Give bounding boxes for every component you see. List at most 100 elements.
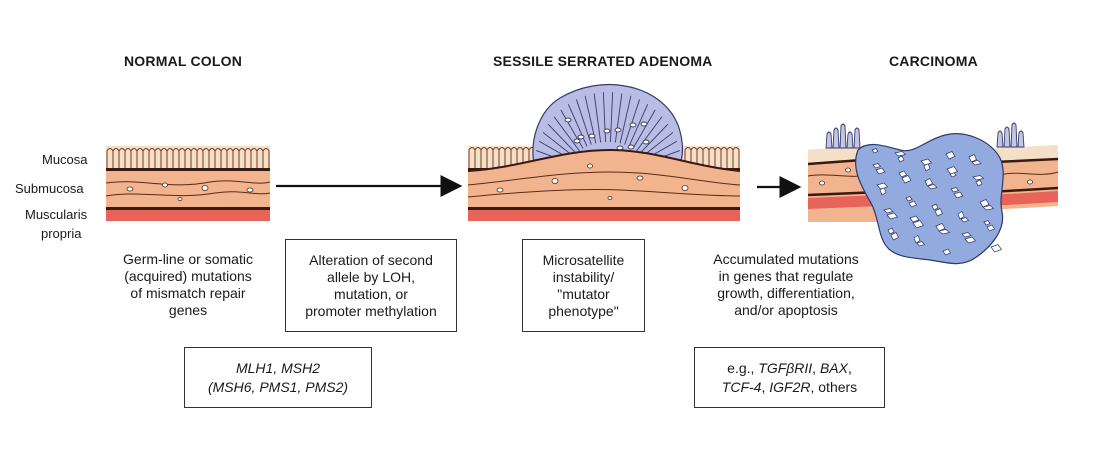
separator: , [847, 359, 852, 376]
adenoma-frond [614, 93, 623, 143]
adenoma-frond [624, 99, 640, 145]
tumor-gland [931, 203, 939, 211]
tumor-gland [950, 187, 960, 193]
carcinoma-tissue [807, 122, 1059, 265]
tumor-gland [975, 179, 983, 187]
separator: , [812, 359, 820, 376]
box-line: Microsatellite [542, 251, 625, 268]
dysplastic-crypt [1003, 126, 1011, 148]
caption-line: of mismatch repair [130, 285, 246, 301]
adenoma-frond [639, 123, 669, 154]
eg-prefix: e.g., [727, 359, 759, 376]
tumor-gland [887, 227, 895, 235]
adenoma-frond [636, 116, 663, 152]
adenoma-gland [642, 139, 650, 145]
gene-tcf4: TCF-4 [721, 378, 762, 395]
box-line: promoter methylation [305, 302, 437, 319]
tumor-gland [920, 158, 933, 166]
layer-label-submucosa: Submucosa [15, 181, 84, 196]
adenoma-frond [553, 116, 580, 152]
adenoma-tissue [467, 83, 741, 221]
dysplastic-crypt [1010, 122, 1018, 148]
layer-label-propria: propria [41, 226, 82, 241]
adenoma-gland [640, 121, 648, 127]
tumor-gland [909, 215, 920, 223]
tumor-gland [927, 184, 938, 190]
adenoma-gland [629, 122, 637, 128]
adenoma-frond [619, 95, 632, 144]
adenoma-gland [564, 117, 572, 123]
tumor-gland [924, 178, 933, 187]
dysplastic-crypt [1017, 130, 1025, 148]
layer-label-mucosa: Mucosa [42, 152, 88, 167]
separator: , [761, 378, 770, 395]
caption-line: and/or apoptosis [734, 302, 838, 318]
tumor-gland [960, 217, 970, 223]
tumor-gland [979, 199, 990, 208]
adenoma-frond [542, 132, 574, 157]
adenoma-frond [593, 93, 602, 143]
crypt [732, 147, 740, 168]
tumor-gland [890, 232, 899, 241]
adenoma-gland [577, 134, 585, 140]
tumor-gland [990, 244, 1003, 253]
tumor-gland [953, 191, 964, 199]
gene-box-growth-regulation: e.g., TGFβRII, BAX, TCF-4, IGF2R, others [694, 347, 885, 408]
dysplastic-crypt [825, 131, 833, 149]
tumor-gland [942, 248, 952, 256]
tumor-gland [971, 160, 982, 166]
stage-title-normal-colon: NORMAL COLON [124, 53, 243, 69]
layer-label-muscularis: Muscularis [25, 207, 88, 222]
tumor-gland [945, 151, 956, 160]
adenoma-frond [632, 109, 656, 149]
tumor-gland [938, 229, 951, 235]
tumor-gland [916, 241, 926, 247]
tumor-gland [897, 155, 905, 163]
tumor-gland [898, 170, 908, 178]
adenoma-frond [567, 103, 588, 147]
dysplastic-crypt [832, 127, 840, 149]
tumor-gland [968, 154, 977, 163]
box-second-allele-alteration: Alteration of second allele by LOH, muta… [285, 239, 457, 332]
caption-line: Accumulated mutations [713, 251, 859, 267]
adenoma-frond [547, 123, 577, 154]
adenoma-frond [610, 92, 614, 143]
tumor-gland [913, 234, 921, 244]
tumor-gland [883, 208, 894, 214]
tumor-gland [876, 182, 889, 190]
stage-title-carcinoma: CARCINOMA [889, 53, 978, 69]
stage-title-sessile-serrated-adenoma: SESSILE SERRATED ADENOMA [493, 53, 713, 69]
adenoma-frond [602, 92, 606, 143]
box-microsatellite-instability: Microsatellite instability/ "mutator phe… [522, 239, 645, 332]
caption-accumulated-mutations: Accumulated mutations in genes that regu… [688, 251, 884, 319]
adenoma-gland [573, 138, 581, 144]
box-line: allele by LOH, [327, 268, 415, 285]
tumor-gland [964, 236, 977, 244]
gene-igf2r: IGF2R [769, 378, 811, 395]
adenoma-gland [614, 127, 622, 133]
caption-line: growth, differentiation, [717, 285, 855, 301]
tumor-gland [871, 148, 879, 154]
caption-line: in genes that regulate [718, 268, 854, 284]
tumor-gland [961, 232, 972, 238]
box-line: phenotype" [548, 302, 619, 319]
tumor-gland [872, 163, 882, 169]
gene-box-mismatch-repair: MLH1, MSH2 (MSH6, PMS1, PMS2) [184, 347, 372, 408]
tumor-gland [935, 223, 946, 232]
tumor-gland [894, 151, 907, 157]
dysplastic-crypt [839, 123, 847, 149]
caption-line: Germ-line or somatic [123, 251, 253, 267]
tumor-gland [901, 175, 912, 184]
box-line: "mutator [557, 285, 610, 302]
box-line: Alteration of second [309, 251, 433, 268]
tumor-gland [912, 220, 925, 229]
crypt [262, 148, 270, 168]
gene-line-2: TCF-4, IGF2R, others [695, 378, 884, 397]
caption-mismatch-repair-mutations: Germ-line or somatic (acquired) mutation… [104, 251, 272, 319]
tumor-gland [875, 167, 886, 175]
dysplastic-crypt [996, 130, 1004, 148]
tumor-gland [946, 166, 959, 175]
caption-line: (acquired) mutations [124, 268, 252, 284]
tumor-gland [886, 212, 899, 220]
